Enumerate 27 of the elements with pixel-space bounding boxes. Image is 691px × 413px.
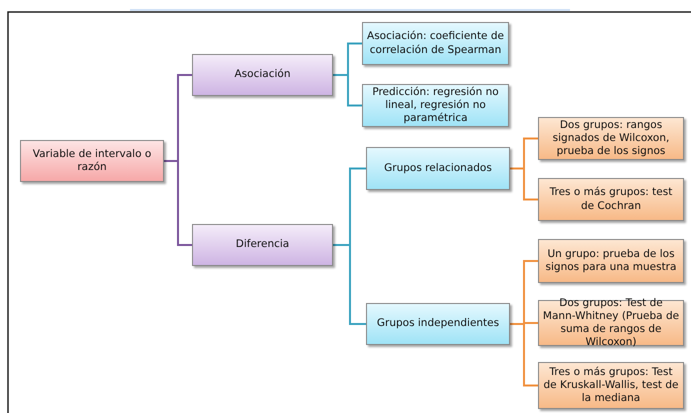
connector-line <box>510 168 538 200</box>
node-label: Dos grupos: Test de Mann-Whitney (Prueba de suma de rangos de Wilcoxon) <box>542 296 680 350</box>
node-label: Dos grupos: rangos signados de Wilcoxon, prueba de los signos <box>552 118 670 158</box>
node-label: Asociación <box>234 68 290 82</box>
node-label: Grupos relacionados <box>384 162 492 176</box>
process-box <box>192 54 333 96</box>
process-box <box>362 22 509 65</box>
node-label: Grupos independientes <box>376 317 500 331</box>
connector-line <box>510 323 538 386</box>
node-label: Tres o más grupos: Test de Kruskall-Wallis, test de la mediana <box>542 366 680 406</box>
connector-line <box>333 74 362 106</box>
node-label: Predicción: regresión no lineal, regresión no paramétrica <box>371 86 500 126</box>
node-label: Tres o más grupos: test de Cochran <box>548 186 674 213</box>
process-box <box>366 303 510 345</box>
process-box <box>192 224 333 266</box>
node-label: Asociación: coeficiente de correlación de Spearman <box>366 30 505 57</box>
process-box <box>20 140 164 182</box>
process-box <box>538 117 684 160</box>
node-label: Diferencia <box>236 238 290 252</box>
node-label: Variable de intervalo o razón <box>32 148 152 174</box>
process-box <box>366 147 510 190</box>
node-label: Un grupo: prueba de los signos para una muestra <box>544 248 678 274</box>
process-box <box>362 84 509 127</box>
connector-line <box>333 244 366 325</box>
process-box <box>538 239 684 283</box>
connector-line <box>164 160 192 246</box>
process-box <box>538 178 684 221</box>
